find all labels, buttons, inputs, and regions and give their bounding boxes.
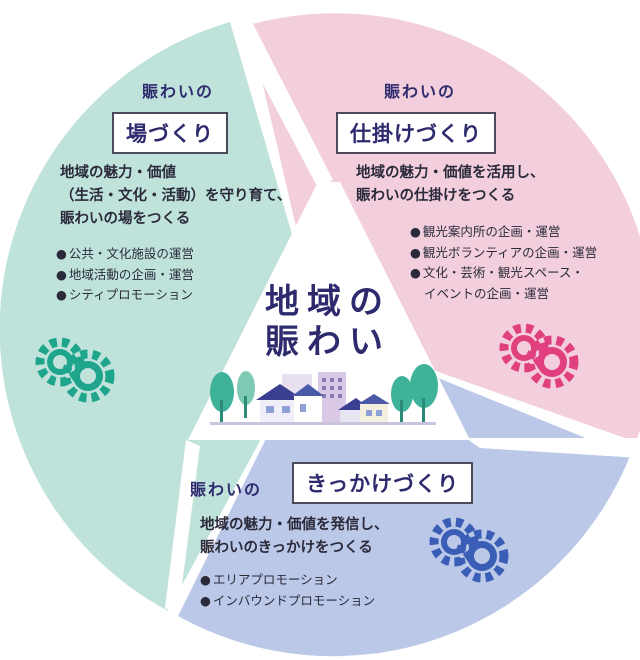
sep-left-band [165, 440, 200, 616]
bottom-desc-line: 地域の魅力・価値を発信し、 [200, 517, 389, 533]
right-description: 地域の魅力・価値を活用し、 賑わいの仕掛けをつくる [356, 162, 596, 208]
left-description: 地域の魅力・価値 （生活・文化・活動）を守り育て、 賑わいの場をつくる [60, 162, 310, 231]
list-item: 文化・芸術・観光スペース・ [410, 263, 597, 284]
right-desc-line: 地域の魅力・価値を活用し、 [356, 165, 545, 181]
list-item: インバウンドプロモーション [200, 591, 375, 612]
separator-top [228, 18, 333, 188]
gears-icon-bottom [429, 517, 509, 583]
gears-icon-right [499, 323, 579, 389]
sep-right-band [466, 438, 640, 458]
left-desc-line: （生活・文化・活動）を守り育て、 [60, 188, 292, 204]
segment-left-bg [0, 22, 320, 611]
list-item: 地域活動の企画・運営 [56, 265, 194, 286]
right-title: 仕掛けづくり [336, 112, 496, 154]
bottom-desc-line: 賑わいのきっかけをつくる [200, 540, 373, 556]
list-item: 観光ボランティアの企画・運営 [410, 243, 597, 264]
gears-icon-left [35, 337, 115, 403]
list-item: シティプロモーション [56, 285, 194, 306]
left-subtitle: 賑わいの [142, 82, 215, 101]
bottom-list: エリアプロモーション インバウンドプロモーション [200, 570, 375, 611]
bottom-title: きっかけづくり [292, 462, 474, 504]
center-title-line2: 賑わい [265, 322, 391, 362]
bottom-description: 地域の魅力・価値を発信し、 賑わいのきっかけをつくる [200, 514, 440, 560]
town-illustration [210, 364, 438, 425]
bottom-subtitle: 賑わいの [190, 480, 263, 499]
center-region [188, 182, 470, 440]
left-list: 公共・文化施設の運営 地域活動の企画・運営 シティプロモーション [56, 244, 194, 306]
right-desc-line: 賑わいの仕掛けをつくる [356, 188, 516, 204]
list-item: エリアプロモーション [200, 570, 375, 591]
list-item-continuation: イベントの企画・運営 [424, 285, 550, 301]
left-title: 場づくり [112, 112, 228, 154]
center-title-line1: 地域の [265, 282, 391, 322]
right-subtitle: 賑わいの [384, 82, 457, 101]
left-desc-line: 賑わいの場をつくる [60, 211, 191, 227]
left-desc-line: 地域の魅力・価値 [60, 165, 176, 181]
center-title: 地域の 賑わい [248, 282, 408, 362]
list-item: 観光案内所の企画・運営 [410, 222, 597, 243]
right-list: 観光案内所の企画・運営 観光ボランティアの企画・運営 文化・芸術・観光スペース・… [410, 222, 597, 304]
list-item: 公共・文化施設の運営 [56, 244, 194, 265]
